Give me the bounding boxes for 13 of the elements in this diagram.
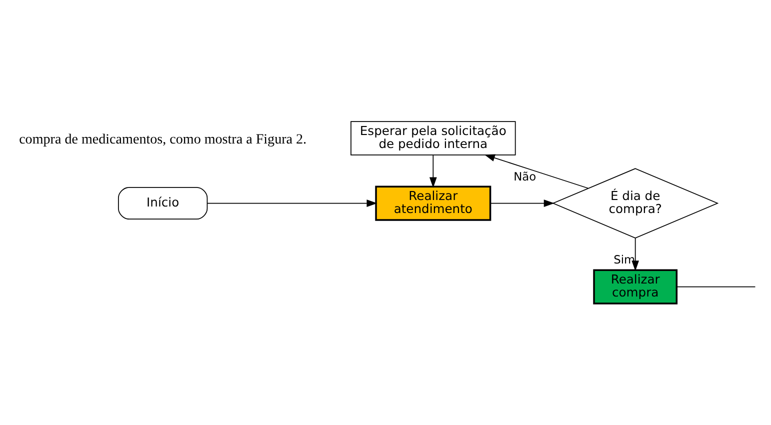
node-box: Início <box>118 187 208 220</box>
node-box: Realizar compra <box>593 269 678 304</box>
edge-label: Não <box>514 170 536 184</box>
arrow <box>632 238 640 272</box>
node-box: Realizar atendimento <box>375 186 492 221</box>
label: compra de medicamentos, como mostra a Figura 2. <box>19 131 307 148</box>
connector <box>676 286 756 288</box>
arrow <box>429 154 437 188</box>
arrow <box>490 200 554 207</box>
arrow <box>207 200 378 207</box>
node-diamond: É dia de compra? <box>552 168 719 238</box>
arrow <box>484 154 589 189</box>
node-box: Esperar pela solicitação de pedido interna <box>350 121 516 156</box>
